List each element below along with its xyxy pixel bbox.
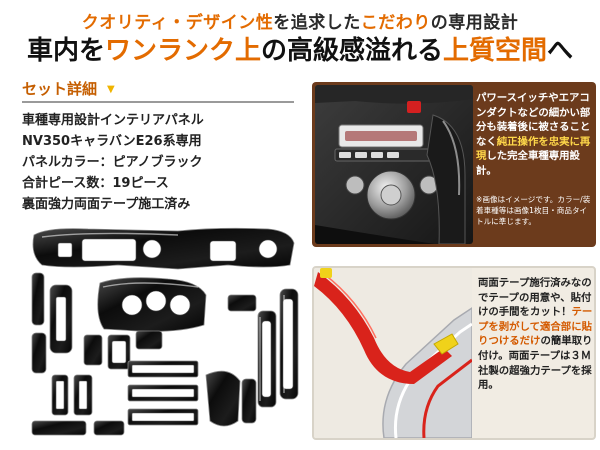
headline-quality: クオリティ・デザイン性 [81,13,274,33]
triangle-down-icon: ▼ [107,84,115,95]
divider [22,101,294,103]
spec-item: 裏面強力両面テープ施工済み [22,197,191,212]
panel-bottom-emphasis: テープを剥がして適合部に貼りつけるだけ [478,306,593,348]
set-details-title: セット詳細 ▼ [22,78,115,99]
headline-sub: クオリティ・デザイン性を追求したこだわりの専用設計 [0,8,600,33]
tape-photo [314,268,472,438]
tape-photo-image [314,268,472,438]
panel-bottom-text-c: の簡単取り付け。両面テープは３Ｍ社製の超強力テープを採用。 [478,335,593,392]
product-pieces-image [28,225,306,447]
panel-bottom-text: 両面テープ施行済みなのでテープの用意や、貼付けの手間をカット！テープを剥がして適… [478,276,594,393]
interior-panel-set-illustration [31,227,299,436]
spec-item: NV350キャラバンE26系専用 [22,134,202,149]
headline-text-2: の専用設計 [430,13,519,33]
headline-main: 車内をワンランク上の高級感溢れる上質空間へ [0,30,600,67]
panel-top-text-c: した完全車種専用設計。 [476,150,580,177]
spec-list: 車種専用設計インテリアパネル NV350キャラバンE26系専用 パネルカラー：ピ… [22,110,307,215]
headline-main-2: の高級感溢れる [260,36,443,66]
feature-panel-dashboard: パワースイッチやエアコンダクトなどの細かい部分も装着後に被さることなく純正操作を… [312,82,596,247]
panel-top-text: パワースイッチやエアコンダクトなどの細かい部分も装着後に被さることなく純正操作を… [476,91,592,179]
spec-item: パネルカラー：ピアノブラック [22,155,203,170]
set-details-title-text: セット詳細 [22,80,98,98]
headline-main-3: へ [547,36,574,66]
image-disclaimer-note: ※画像はイメージです。カラー/装着車種等は画像1枚目・商品タイトルに準じます。 [476,195,591,226]
headline-kodawari: こだわり [360,13,431,33]
dashboard-photo [315,85,473,244]
headline-text-1: を追求した [273,13,361,33]
panel-top-emphasis: 純正操作を忠実に再現 [476,135,591,163]
feature-panel-tape: 両面テープ施行済みなのでテープの用意や、貼付けの手間をカット！テープを剥がして適… [312,266,596,440]
spec-item: 合計ピース数：19ピース [22,176,169,191]
panel-bottom-text-a: 両面テープ施行済みなのでテープの用意や、貼付けの手間をカット！ [478,277,592,319]
panel-top-text-a: パワースイッチやエアコンダクトなどの細かい部分も装着後に被さることなく [476,92,591,148]
dashboard-photo-image [315,85,473,244]
spec-item: 車種専用設計インテリアパネル [22,113,204,128]
headline-main-rank: ワンランク上 [104,36,261,66]
headline-main-space: 上質空間 [443,36,548,66]
headline-main-1: 車内を [26,36,105,66]
